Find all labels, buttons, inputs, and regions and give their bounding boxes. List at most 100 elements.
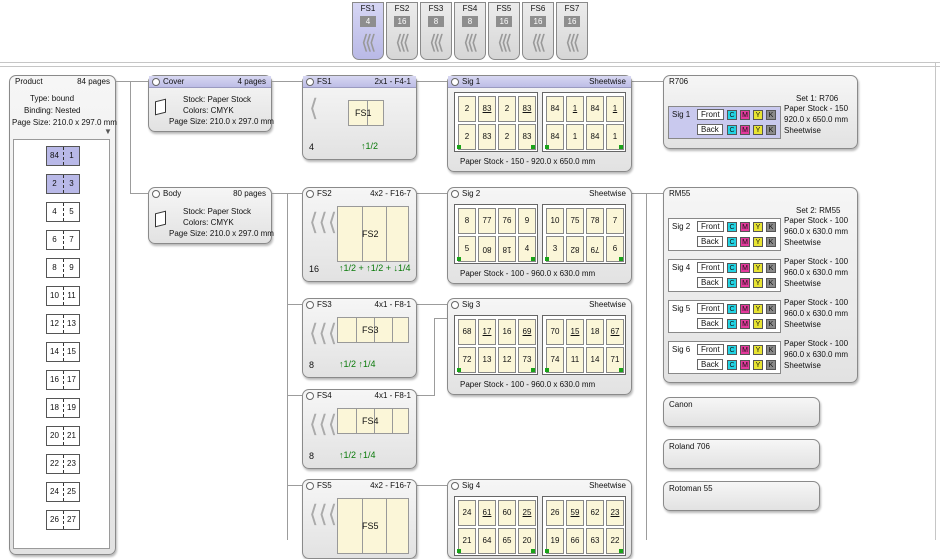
ink-c-swatch[interactable]: C: [727, 304, 737, 314]
signature-radio[interactable]: [451, 190, 459, 198]
foldsheet-radio[interactable]: [306, 392, 314, 400]
body-radio[interactable]: [152, 190, 160, 198]
ink-c-swatch[interactable]: C: [727, 278, 737, 288]
ink-y-swatch[interactable]: Y: [753, 222, 763, 232]
ink-k-swatch[interactable]: K: [766, 278, 776, 288]
ink-c-swatch[interactable]: C: [727, 345, 737, 355]
signature-radio[interactable]: [451, 482, 459, 490]
ink-k-swatch[interactable]: K: [766, 222, 776, 232]
ink-y-swatch[interactable]: Y: [753, 304, 763, 314]
ink-y-swatch[interactable]: Y: [753, 360, 763, 370]
foldsheet-radio[interactable]: [306, 190, 314, 198]
cover-radio[interactable]: [152, 78, 160, 86]
ink-y-swatch[interactable]: Y: [753, 125, 763, 135]
ink-k-swatch[interactable]: K: [766, 319, 776, 329]
ink-y-swatch[interactable]: Y: [753, 237, 763, 247]
expand-arrow-icon[interactable]: ▼: [104, 127, 112, 136]
ink-c-swatch[interactable]: C: [727, 125, 737, 135]
foldsheet-radio[interactable]: [306, 482, 314, 490]
device-card[interactable]: Canon: [663, 397, 820, 427]
body-card[interactable]: Body 80 pages Stock: Paper Stock Colors:…: [148, 187, 274, 244]
right-scrollbar-edge[interactable]: [935, 62, 936, 540]
ink-m-swatch[interactable]: M: [740, 360, 750, 370]
ink-c-swatch[interactable]: C: [727, 360, 737, 370]
ink-m-swatch[interactable]: M: [740, 110, 750, 120]
ink-m-swatch[interactable]: M: [740, 304, 750, 314]
ink-y-swatch[interactable]: Y: [753, 345, 763, 355]
ink-c-swatch[interactable]: C: [727, 319, 737, 329]
ink-k-swatch[interactable]: K: [766, 345, 776, 355]
device-card[interactable]: Roland 706: [663, 439, 820, 469]
ink-m-swatch[interactable]: M: [740, 263, 750, 273]
ink-k-swatch[interactable]: K: [766, 237, 776, 247]
foldsheet-radio[interactable]: [306, 301, 314, 309]
ink-c-swatch[interactable]: C: [727, 222, 737, 232]
signature-radio[interactable]: [451, 301, 459, 309]
ink-k-swatch[interactable]: K: [766, 125, 776, 135]
ink-m-swatch[interactable]: M: [740, 125, 750, 135]
ink-y-swatch[interactable]: Y: [753, 110, 763, 120]
ink-c-swatch[interactable]: C: [727, 110, 737, 120]
ink-y-swatch[interactable]: Y: [753, 278, 763, 288]
ink-k-swatch[interactable]: K: [766, 304, 776, 314]
ink-k-swatch[interactable]: K: [766, 110, 776, 120]
ink-k-swatch[interactable]: K: [766, 263, 776, 273]
cover-card[interactable]: Cover 4 pages Stock: Paper Stock Colors:…: [148, 75, 274, 132]
ink-m-swatch[interactable]: M: [740, 222, 750, 232]
ink-c-swatch[interactable]: C: [727, 263, 737, 273]
ink-c-swatch[interactable]: C: [727, 237, 737, 247]
ink-y-swatch[interactable]: Y: [753, 263, 763, 273]
ink-y-swatch[interactable]: Y: [753, 319, 763, 329]
ink-m-swatch[interactable]: M: [740, 237, 750, 247]
ink-m-swatch[interactable]: M: [740, 319, 750, 329]
device-card[interactable]: Rotoman 55: [663, 481, 820, 511]
ink-k-swatch[interactable]: K: [766, 360, 776, 370]
foldsheet-radio[interactable]: [306, 78, 314, 86]
